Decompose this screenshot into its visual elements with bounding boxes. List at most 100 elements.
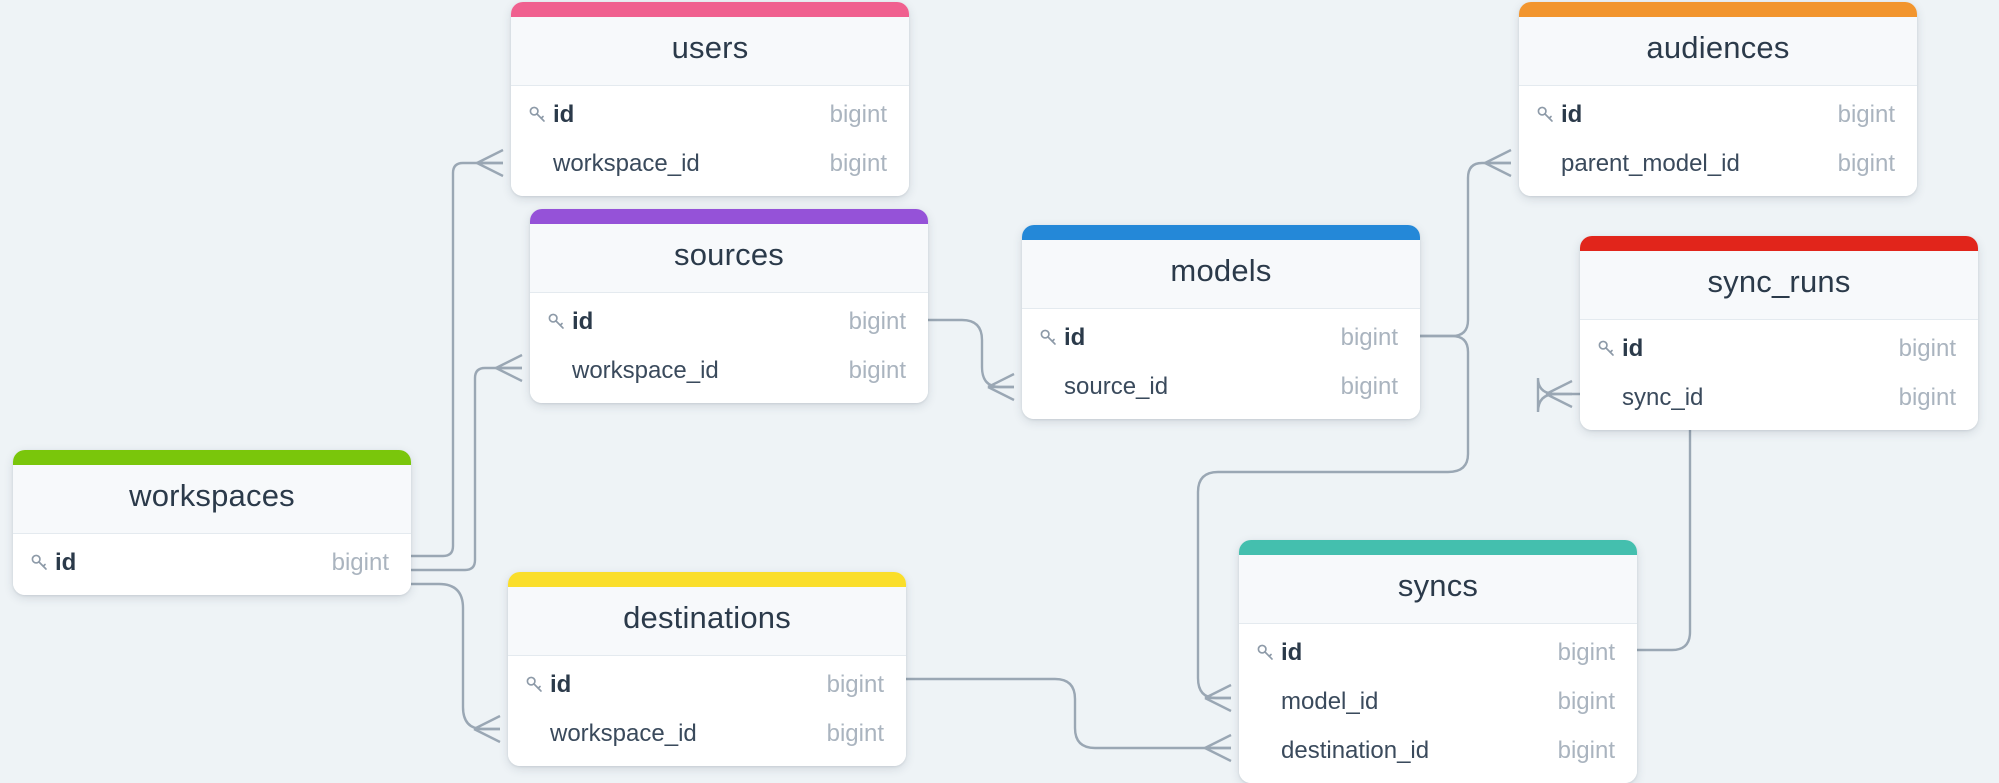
column-type-id: bigint — [829, 100, 887, 128]
table-accent-bar-models — [1022, 225, 1420, 240]
column-type-sync_id: bigint — [1898, 383, 1956, 411]
column-type-workspace_id: bigint — [826, 719, 884, 747]
column-type-id: bigint — [848, 307, 906, 335]
table-accent-bar-workspaces — [13, 450, 411, 465]
table-columns: id bigint model_id bigint destination_id… — [1239, 624, 1637, 783]
table-accent-bar-users — [511, 2, 909, 17]
column-name-id: id — [1561, 100, 1583, 128]
column-name-workspace_id: workspace_id — [550, 719, 697, 747]
column-type-id: bigint — [826, 670, 884, 698]
relationship-edge-workspaces-users[interactable] — [411, 161, 503, 558]
key-icon — [1596, 338, 1622, 359]
column-type-id: bigint — [1837, 100, 1895, 128]
crowfoot-marker-destinations-syncs — [1204, 733, 1232, 763]
table-accent-bar-destinations — [508, 572, 906, 587]
column-type-id: bigint — [1557, 638, 1615, 666]
table-row-sources-workspace_id[interactable]: workspace_id bigint — [530, 346, 928, 395]
key-icon — [1038, 327, 1064, 348]
column-name-sync_id: sync_id — [1622, 383, 1704, 411]
table-accent-bar-sources — [530, 209, 928, 224]
table-row-destinations-id[interactable]: id bigint — [508, 660, 906, 709]
table-columns: id bigint parent_model_id bigint — [1519, 86, 1917, 196]
column-name-id: id — [572, 307, 594, 335]
entity-table-users[interactable]: users id bigint workspace_id bigint — [511, 2, 909, 196]
column-name-parent_model_id: parent_model_id — [1561, 149, 1740, 177]
column-type-id: bigint — [1898, 334, 1956, 362]
relationship-edge-workspaces-destinations[interactable] — [411, 582, 500, 731]
key-icon — [1255, 642, 1281, 663]
key-icon — [29, 552, 55, 573]
crowfoot-marker-workspaces-users — [476, 148, 504, 178]
table-row-models-id[interactable]: id bigint — [1022, 313, 1420, 362]
table-title-workspaces: workspaces — [13, 465, 411, 534]
table-title-syncs: syncs — [1239, 555, 1637, 624]
table-columns: id bigint workspace_id bigint — [508, 656, 906, 766]
column-name-id: id — [1064, 323, 1086, 351]
table-row-syncs-destination_id[interactable]: destination_id bigint — [1239, 726, 1637, 775]
table-row-audiences-id[interactable]: id bigint — [1519, 90, 1917, 139]
entity-table-audiences[interactable]: audiences id bigint parent_model_id bigi… — [1519, 2, 1917, 196]
table-title-sync_runs: sync_runs — [1580, 251, 1978, 320]
column-type-source_id: bigint — [1340, 372, 1398, 400]
table-title-audiences: audiences — [1519, 17, 1917, 86]
key-icon — [524, 674, 550, 695]
entity-table-sync_runs[interactable]: sync_runs id bigint sync_id bigint — [1580, 236, 1978, 430]
table-row-workspaces-id[interactable]: id bigint — [13, 538, 411, 587]
column-name-id: id — [550, 670, 572, 698]
column-type-model_id: bigint — [1557, 687, 1615, 715]
column-type-workspace_id: bigint — [848, 356, 906, 384]
table-row-models-source_id[interactable]: source_id bigint — [1022, 362, 1420, 411]
entity-table-workspaces[interactable]: workspaces id bigint — [13, 450, 411, 595]
table-row-users-id[interactable]: id bigint — [511, 90, 909, 139]
column-name-source_id: source_id — [1064, 372, 1169, 400]
entity-table-destinations[interactable]: destinations id bigint workspace_id bigi… — [508, 572, 906, 766]
crowfoot-marker-syncs-sync_runs — [1545, 379, 1573, 409]
column-name-id: id — [55, 548, 77, 576]
relationship-edge-destinations-syncs[interactable] — [906, 677, 1231, 750]
entity-table-syncs[interactable]: syncs id bigint model_id bigint destinat… — [1239, 540, 1637, 783]
table-columns: id bigint source_id bigint — [1022, 309, 1420, 419]
crowfoot-marker-sources-models — [987, 372, 1015, 402]
column-name-destination_id: destination_id — [1281, 736, 1430, 764]
column-type-destination_id: bigint — [1557, 736, 1615, 764]
table-row-sync_runs-sync_id[interactable]: sync_id bigint — [1580, 373, 1978, 422]
table-row-users-workspace_id[interactable]: workspace_id bigint — [511, 139, 909, 188]
table-title-sources: sources — [530, 224, 928, 293]
relationship-edge-sources-models[interactable] — [928, 318, 1014, 389]
column-type-id: bigint — [331, 548, 389, 576]
table-row-sync_runs-id[interactable]: id bigint — [1580, 324, 1978, 373]
table-columns: id bigint workspace_id bigint — [530, 293, 928, 403]
column-type-parent_model_id: bigint — [1837, 149, 1895, 177]
table-accent-bar-sync_runs — [1580, 236, 1978, 251]
table-title-models: models — [1022, 240, 1420, 309]
key-icon — [546, 311, 572, 332]
table-row-sources-id[interactable]: id bigint — [530, 297, 928, 346]
crowfoot-marker-workspaces-sources — [495, 353, 523, 383]
table-row-syncs-id[interactable]: id bigint — [1239, 628, 1637, 677]
entity-table-sources[interactable]: sources id bigint workspace_id bigint — [530, 209, 928, 403]
crowfoot-marker-models-syncs — [1204, 683, 1232, 713]
table-columns: id bigint — [13, 534, 411, 595]
table-accent-bar-audiences — [1519, 2, 1917, 17]
table-columns: id bigint workspace_id bigint — [511, 86, 909, 196]
key-icon — [527, 104, 553, 125]
column-name-id: id — [1622, 334, 1644, 362]
column-name-model_id: model_id — [1281, 687, 1379, 715]
column-name-workspace_id: workspace_id — [553, 149, 700, 177]
column-name-id: id — [553, 100, 575, 128]
relationship-edge-workspaces-sources[interactable] — [411, 366, 522, 572]
table-row-audiences-parent_model_id[interactable]: parent_model_id bigint — [1519, 139, 1917, 188]
table-accent-bar-syncs — [1239, 540, 1637, 555]
table-title-users: users — [511, 17, 909, 86]
table-row-syncs-model_id[interactable]: model_id bigint — [1239, 677, 1637, 726]
entity-table-models[interactable]: models id bigint source_id bigint — [1022, 225, 1420, 419]
relationship-edge-models-syncs[interactable] — [1196, 334, 1470, 700]
column-type-id: bigint — [1340, 323, 1398, 351]
column-name-workspace_id: workspace_id — [572, 356, 719, 384]
table-row-destinations-workspace_id[interactable]: workspace_id bigint — [508, 709, 906, 758]
relationship-edge-models-audiences[interactable] — [1420, 161, 1511, 338]
key-icon — [1535, 104, 1561, 125]
crowfoot-marker-models-audiences — [1484, 148, 1512, 178]
